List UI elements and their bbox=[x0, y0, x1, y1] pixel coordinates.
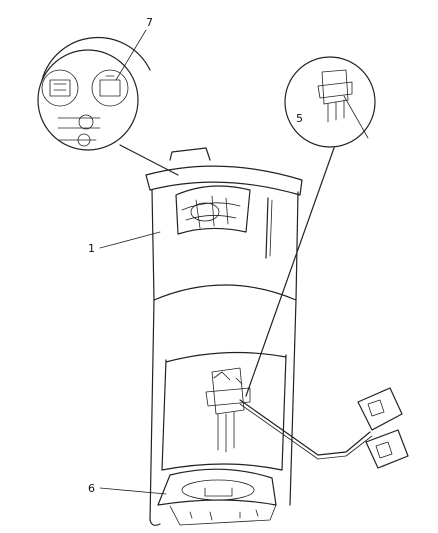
flange-connector bbox=[169, 147, 211, 161]
detail-view-5 bbox=[245, 56, 376, 397]
reservoir-left bbox=[161, 359, 167, 471]
side-rib-inner bbox=[269, 199, 273, 257]
base-tabs bbox=[189, 509, 259, 521]
callout-5: 5 bbox=[296, 112, 303, 125]
body-right-upper bbox=[295, 191, 299, 301]
body-band bbox=[153, 284, 297, 301]
detail-5-legs bbox=[327, 99, 345, 123]
window-cap bbox=[190, 202, 220, 222]
detail-7-plug-right bbox=[91, 69, 129, 107]
side-rib bbox=[265, 197, 269, 259]
callout-1: 1 bbox=[88, 242, 95, 255]
detail-7-circle bbox=[37, 49, 139, 151]
callout-leaders bbox=[99, 29, 167, 495]
detail-7-terminal-ring bbox=[78, 114, 94, 130]
filter-disc bbox=[181, 479, 255, 501]
float-lower bbox=[365, 429, 409, 469]
bottom-base bbox=[169, 504, 277, 526]
detail-5-circle bbox=[284, 56, 376, 148]
float-upper bbox=[357, 387, 403, 431]
leader-6 bbox=[99, 487, 167, 495]
leader-7 bbox=[115, 29, 147, 81]
body-left-lower bbox=[149, 299, 155, 521]
float-upper-detail bbox=[367, 399, 385, 417]
float-arm-inner bbox=[239, 403, 373, 460]
detail-view-7 bbox=[37, 36, 179, 176]
body-right-lower bbox=[289, 299, 297, 506]
float-arm bbox=[239, 399, 371, 456]
bottom-rim bbox=[149, 463, 283, 526]
fuel-pump-module bbox=[145, 147, 303, 526]
detail-7-outer-arc bbox=[41, 36, 151, 81]
filter-clip bbox=[204, 487, 233, 497]
callout-7: 7 bbox=[146, 16, 153, 29]
pump-wiring bbox=[213, 371, 243, 385]
detail-5-arm bbox=[343, 95, 369, 139]
pump-sensor bbox=[205, 387, 251, 407]
reservoir-right bbox=[281, 354, 287, 471]
detail-5-leader bbox=[245, 147, 335, 397]
detail-7-plug-left bbox=[41, 69, 79, 107]
detail-5-sensor-body bbox=[321, 69, 349, 105]
detail-7-terminal-ring-2 bbox=[77, 133, 91, 147]
reservoir-top bbox=[165, 351, 287, 363]
window-internals bbox=[181, 195, 241, 229]
detail-7-pins-right bbox=[99, 75, 121, 97]
upper-window bbox=[175, 185, 251, 235]
leader-1 bbox=[99, 231, 161, 249]
callout-6: 6 bbox=[88, 482, 95, 495]
detail-7-pins-left bbox=[49, 79, 71, 97]
detail-7-leader-to-body bbox=[119, 144, 179, 176]
float-lower-detail bbox=[375, 441, 393, 459]
pump-legs bbox=[217, 411, 235, 453]
fuel-level-float bbox=[239, 387, 409, 469]
detail-5-sensor-band bbox=[317, 81, 353, 99]
pump-body bbox=[211, 367, 245, 415]
module-top-flange bbox=[145, 165, 303, 196]
body-left-upper bbox=[151, 189, 155, 301]
